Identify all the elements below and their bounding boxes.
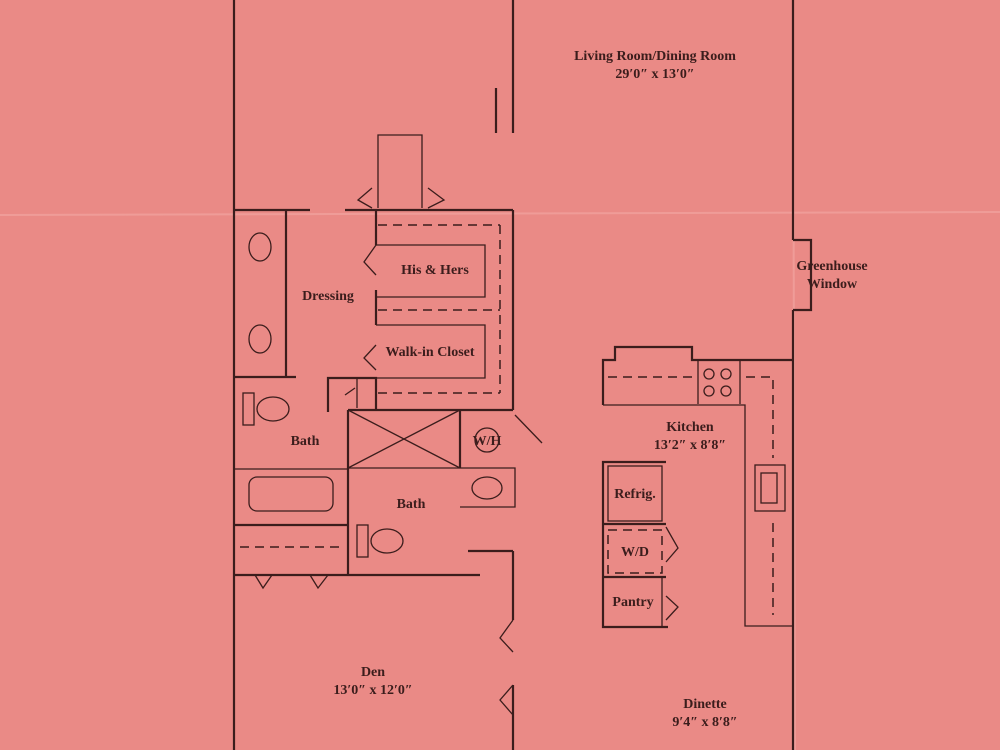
den-label: Den (361, 665, 385, 680)
his-hers-label: His & Hers (401, 263, 469, 278)
greenhouse-label-2: Window (807, 277, 858, 292)
greenhouse-label: Greenhouse (796, 259, 867, 274)
walls (232, 0, 813, 750)
pantry-label: Pantry (612, 595, 653, 610)
washer-dryer-label: W/D (621, 545, 649, 560)
kitchen-label: Kitchen (666, 420, 714, 435)
den-size: 13′0″ x 12′0″ (333, 683, 412, 698)
dinette-size: 9′4″ x 8′8″ (672, 715, 737, 730)
living-room-size: 29′0″ x 13′0″ (615, 67, 694, 82)
paper-fold (0, 211, 1000, 216)
water-heater-label: W/H (473, 434, 502, 449)
room-labels: Living Room/Dining Room 29′0″ x 13′0″ Gr… (291, 49, 868, 730)
bath-label: Bath (291, 434, 320, 449)
living-room-label: Living Room/Dining Room (574, 49, 736, 64)
walk-in-closet-label: Walk-in Closet (385, 345, 474, 360)
bath-label-2: Bath (397, 497, 426, 512)
refrigerator-label: Refrig. (614, 487, 656, 502)
dressing-label: Dressing (302, 289, 354, 304)
kitchen-size: 13′2″ x 8′8″ (654, 438, 726, 453)
dinette-label: Dinette (683, 697, 727, 712)
